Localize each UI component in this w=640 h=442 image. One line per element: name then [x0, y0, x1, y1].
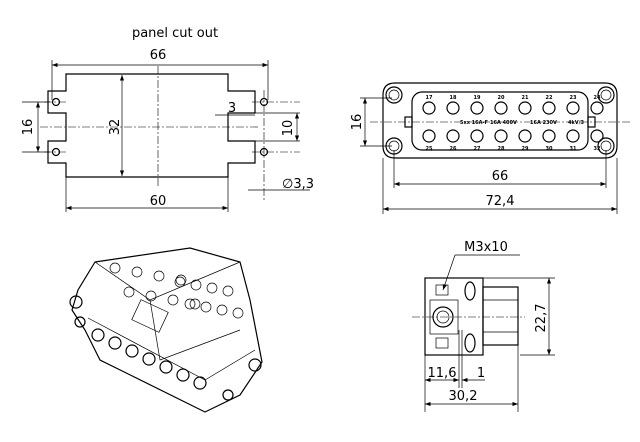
dim-width-bottom: 60 — [150, 194, 167, 209]
iso-hole — [184, 298, 196, 310]
pin-number: 31 — [570, 146, 577, 152]
side-dim-height: 22,7 — [534, 304, 549, 333]
iso-screw — [222, 389, 234, 401]
iso-hole — [174, 276, 186, 288]
contact-pin — [422, 101, 436, 115]
iso-screw — [74, 316, 86, 328]
iso-hole — [123, 286, 135, 298]
dim-offset: 3 — [228, 101, 236, 116]
iso-hole — [167, 294, 179, 306]
contact-pin — [470, 129, 484, 143]
rating-label: 16A 230V — [530, 120, 557, 126]
iso-hole — [189, 298, 201, 310]
front-dim-overall-width: 72,4 — [486, 194, 515, 209]
panel-cutout-view: panel cut out 66 16 32 3 10 ∅3,3 — [21, 26, 314, 212]
pin-number: 24 — [594, 95, 601, 101]
iso-cable-entry — [125, 344, 139, 358]
iso-hole — [145, 290, 157, 302]
iso-cable-entry — [193, 376, 207, 390]
contact-pin — [470, 101, 484, 115]
rating-label: 4kV/3 — [568, 120, 585, 126]
pin-number: 28 — [498, 146, 505, 152]
side-dim-a: 11,6 — [428, 366, 457, 381]
panel-cutout-title: panel cut out — [132, 26, 218, 41]
contact-pin — [566, 129, 580, 143]
dim-height-inner: 32 — [108, 119, 123, 136]
contact-pin — [422, 129, 436, 143]
dim-width-top: 66 — [150, 48, 167, 63]
front-dim-height: 16 — [350, 114, 365, 131]
contact-pin — [566, 101, 580, 115]
contact-pin — [494, 101, 508, 115]
pin-number: 18 — [450, 95, 457, 101]
pin-number: 23 — [570, 95, 577, 101]
pin-number: 30 — [546, 146, 553, 152]
iso-cable-entry — [108, 336, 122, 350]
contact-pin — [494, 129, 508, 143]
pin-number: 19 — [474, 95, 481, 101]
contact-pin — [542, 101, 556, 115]
dim-hole-diameter: ∅3,3 — [282, 177, 314, 192]
contact-pins: 17 18 19 20 21 22 23 24 25 26 27 28 29 30 31 32 — [422, 95, 604, 152]
contact-pin — [590, 129, 604, 143]
pin-number: 26 — [450, 146, 457, 152]
pin-number: 25 — [426, 146, 433, 152]
iso-cable-entry — [91, 328, 105, 342]
iso-hole — [206, 282, 218, 294]
connector-front-view: 17 18 19 20 21 22 23 24 25 26 27 28 29 30 31 32 5xx 16A… — [350, 82, 630, 214]
contact-pin — [446, 129, 460, 143]
pin-number: 20 — [498, 95, 505, 101]
connector-isometric-view — [69, 247, 263, 413]
iso-cable-entry — [176, 368, 190, 382]
cutout-outline — [47, 73, 256, 178]
pin-number: 27 — [474, 146, 481, 152]
pin-number: 29 — [522, 146, 529, 152]
iso-hole — [109, 262, 121, 274]
iso-hole — [200, 301, 212, 313]
pin-number: 32 — [594, 146, 601, 152]
screw-label: M3x10 — [464, 240, 508, 255]
iso-cable-entry — [142, 352, 156, 366]
side-dim-b: 1 — [477, 366, 485, 381]
iso-label-plate — [131, 299, 169, 333]
dim-height-left: 16 — [21, 119, 36, 136]
rating-labels: 5xx 16A-F 16A 400V 16A 230V 4kV/3 — [460, 120, 585, 126]
iso-hole — [190, 279, 202, 291]
iso-hole — [175, 274, 187, 286]
dim-hole-spacing: 10 — [281, 120, 296, 137]
iso-hole — [216, 304, 228, 316]
contact-pin — [542, 129, 556, 143]
contact-pin — [590, 101, 604, 115]
pin-number: 17 — [426, 95, 433, 101]
iso-hole — [232, 307, 244, 319]
side-insert — [482, 286, 519, 346]
side-housing — [424, 277, 484, 356]
iso-contact-holes — [91, 262, 244, 390]
contact-pin — [518, 101, 532, 115]
rating-label: 16A 400V — [490, 120, 517, 126]
connector-body — [382, 82, 618, 159]
rating-label: 5xx 16A-F — [460, 120, 488, 126]
pin-number: 21 — [522, 95, 529, 101]
contact-pin — [446, 101, 460, 115]
iso-screw — [69, 295, 83, 309]
corner-screws — [385, 86, 615, 155]
iso-hole — [153, 270, 165, 282]
front-dim-inner-width: 66 — [492, 169, 509, 184]
connector-side-view: M3x10 22,7 11,6 1 30,2 — [412, 240, 555, 412]
iso-hole — [131, 266, 143, 278]
iso-cable-entry — [159, 360, 173, 374]
iso-hole — [222, 285, 234, 297]
iso-screw — [248, 358, 262, 372]
pin-number: 22 — [546, 95, 553, 101]
contact-pin — [518, 129, 532, 143]
side-dim-total: 30,2 — [449, 389, 478, 404]
